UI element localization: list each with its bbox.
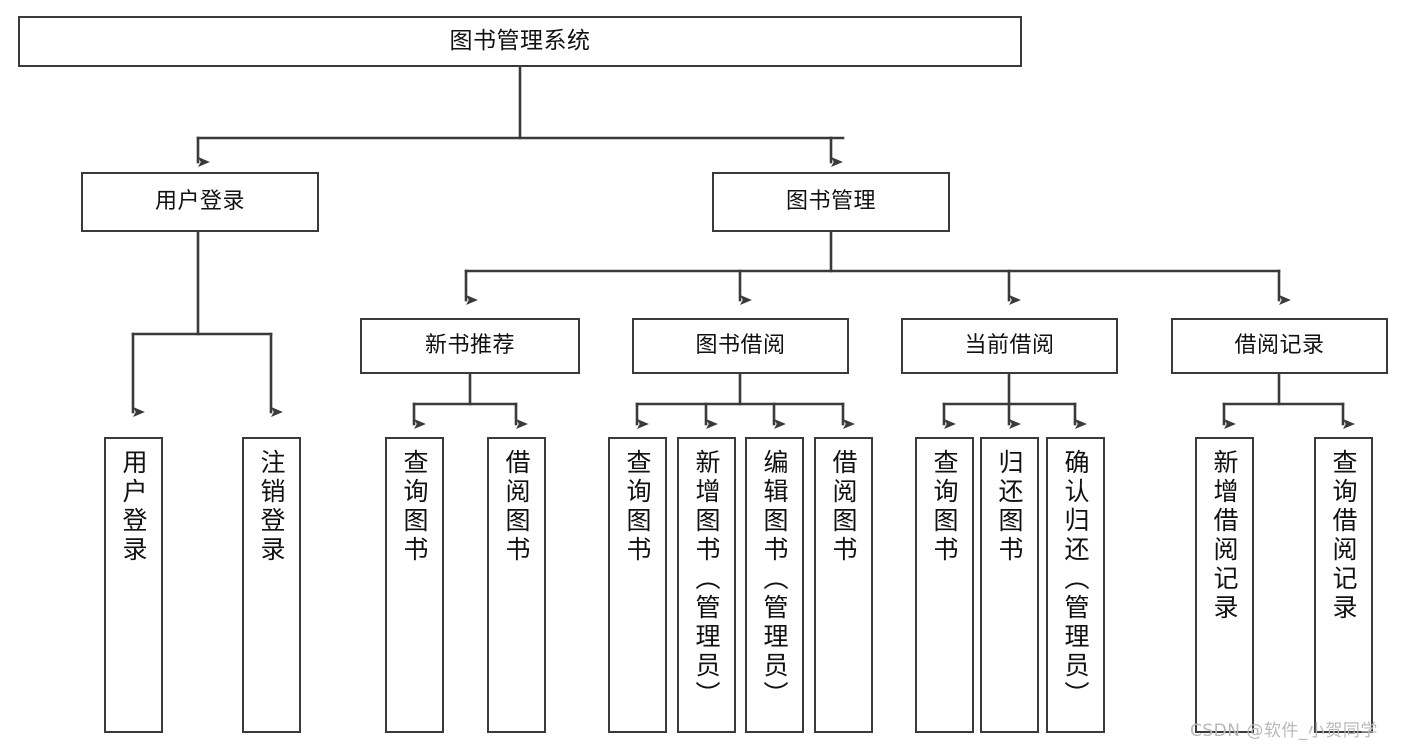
leaf-confirm-return[interactable]: 确认归还（管理员）	[1046, 437, 1105, 733]
leaf-user-login[interactable]: 用户登录	[104, 437, 163, 733]
leaf-borrow-book-1[interactable]: 借阅图书	[487, 437, 546, 733]
watermark: CSDN @软件_小贺同学	[1190, 721, 1378, 741]
leaf-return-book[interactable]: 归还图书	[980, 437, 1039, 733]
node-label: 用户登录	[154, 189, 245, 215]
node-new-book-recommend[interactable]: 新书推荐	[360, 318, 580, 374]
node-label: 借阅图书	[829, 449, 858, 565]
node-label: 图书借阅	[695, 333, 786, 359]
node-label: 借阅记录	[1234, 333, 1325, 359]
node-label: 用户登录	[119, 449, 148, 565]
leaf-query-record[interactable]: 查询借阅记录	[1314, 437, 1373, 733]
node-label: 新书推荐	[424, 333, 515, 359]
node-book-borrow[interactable]: 图书借阅	[632, 318, 849, 374]
node-label: 借阅图书	[502, 449, 531, 565]
leaf-add-book[interactable]: 新增图书（管理员）	[677, 437, 736, 733]
node-label: 图书管理系统	[449, 27, 591, 54]
leaf-query-book-1[interactable]: 查询图书	[385, 437, 444, 733]
leaf-add-record[interactable]: 新增借阅记录	[1195, 437, 1254, 733]
leaf-query-book-3[interactable]: 查询图书	[915, 437, 974, 733]
node-label: 确认归还（管理员）	[1061, 449, 1090, 710]
node-label: 图书管理	[785, 189, 876, 215]
leaf-query-book-2[interactable]: 查询图书	[608, 437, 667, 733]
node-root-system[interactable]: 图书管理系统	[18, 16, 1022, 67]
leaf-borrow-book-2[interactable]: 借阅图书	[814, 437, 873, 733]
node-label: 查询图书	[400, 449, 429, 565]
node-label: 归还图书	[995, 449, 1024, 565]
node-label: 新增借阅记录	[1210, 449, 1239, 623]
leaf-logout-login[interactable]: 注销登录	[242, 437, 301, 733]
leaf-edit-book[interactable]: 编辑图书（管理员）	[745, 437, 804, 733]
node-label: 注销登录	[257, 449, 286, 565]
node-label: 查询图书	[930, 449, 959, 565]
node-borrow-record[interactable]: 借阅记录	[1171, 318, 1388, 374]
node-user-login[interactable]: 用户登录	[81, 172, 319, 232]
node-label: 新增图书（管理员）	[692, 449, 721, 710]
node-current-borrow[interactable]: 当前借阅	[901, 318, 1118, 374]
node-book-management[interactable]: 图书管理	[712, 172, 950, 232]
node-label: 编辑图书（管理员）	[760, 449, 789, 710]
node-label: 查询图书	[623, 449, 652, 565]
node-label: 查询借阅记录	[1329, 449, 1358, 623]
node-label: 当前借阅	[964, 333, 1055, 359]
